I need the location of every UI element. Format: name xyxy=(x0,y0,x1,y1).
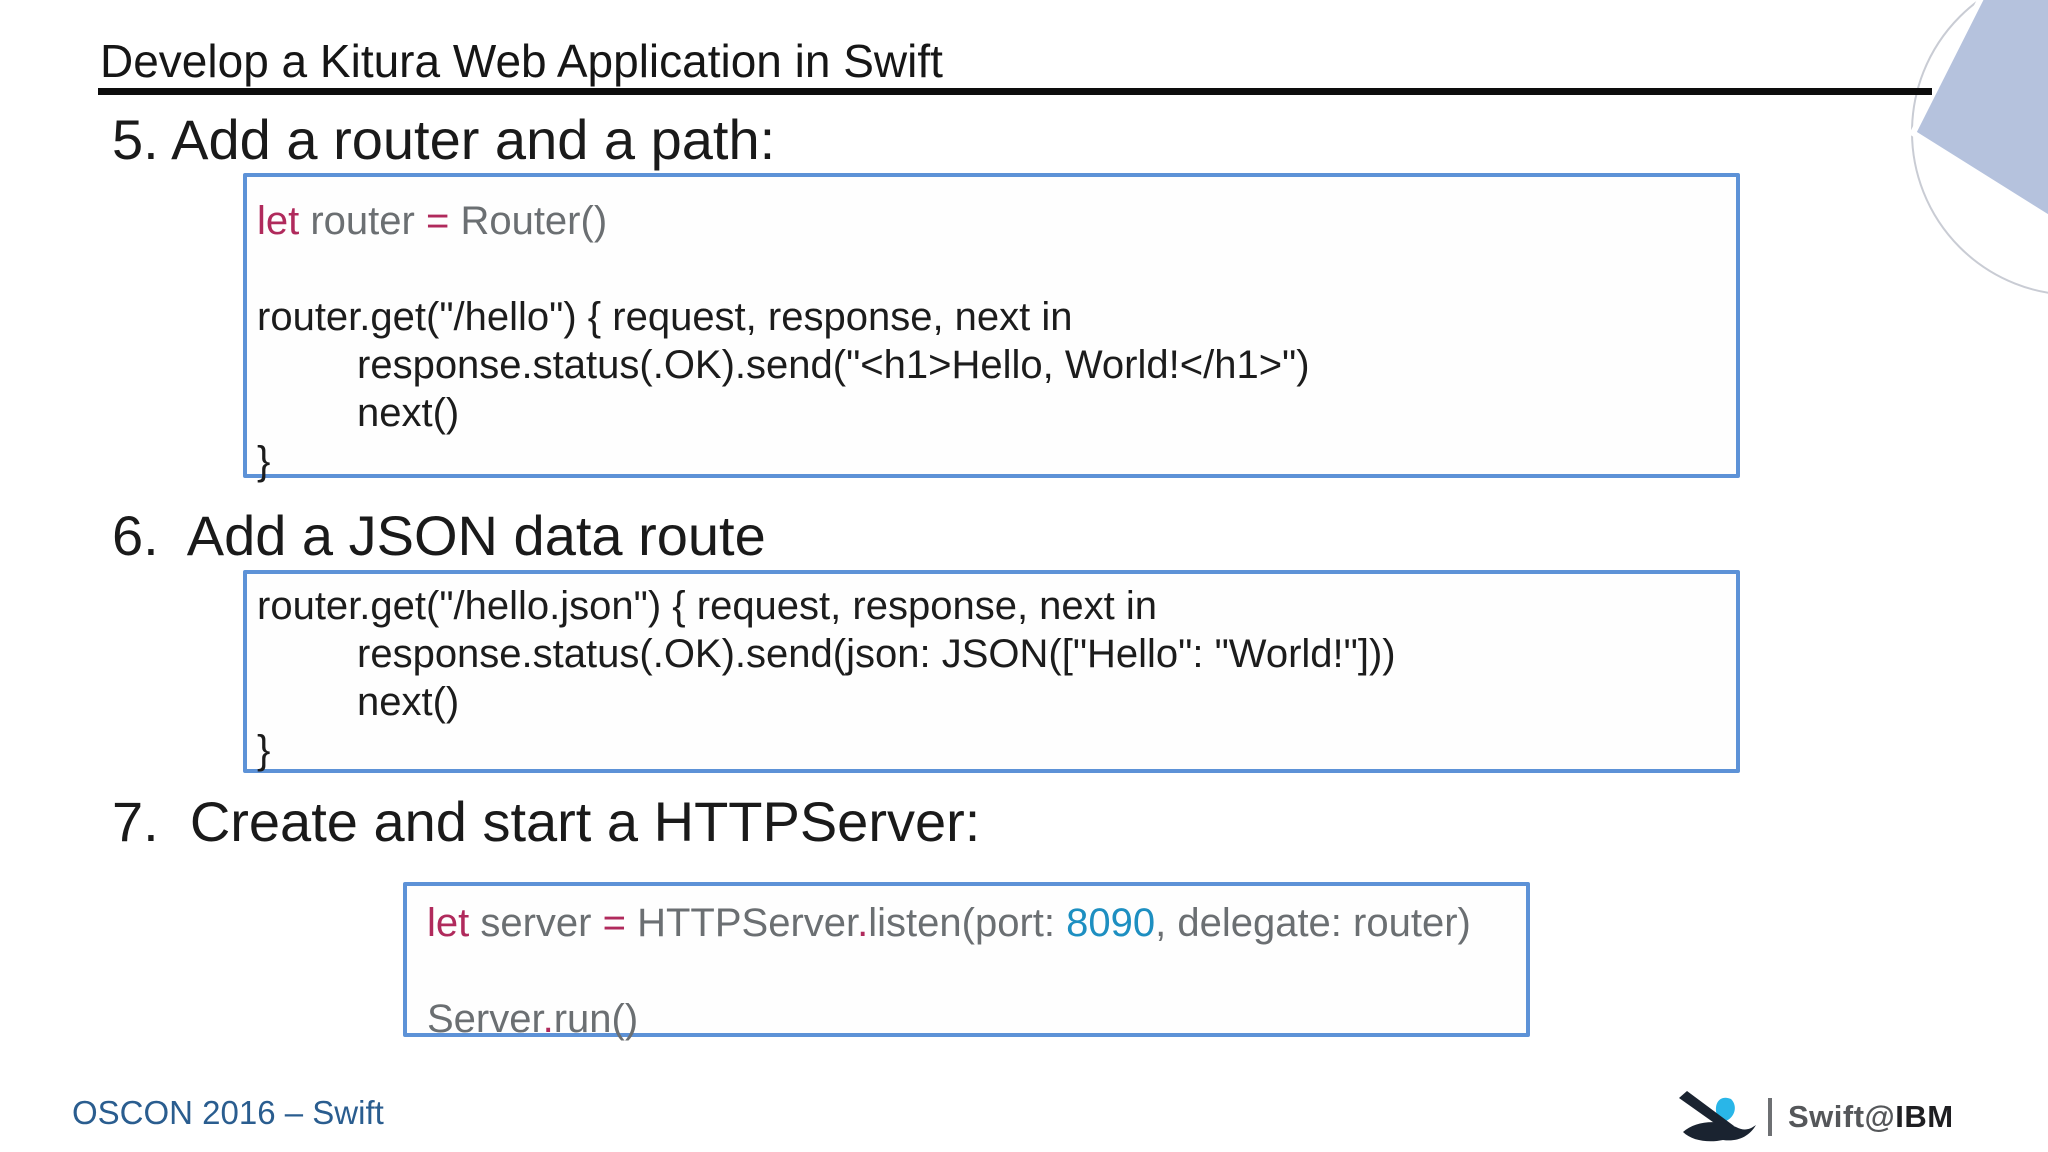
code-line xyxy=(257,245,1722,293)
swift-bird-icon xyxy=(1679,1091,1756,1142)
code-token: . xyxy=(542,997,554,1041)
code-token: = xyxy=(425,199,450,243)
code-token: response.status(.OK).send(json: JSON(["H… xyxy=(357,632,1396,676)
code-token: } xyxy=(257,728,271,772)
code-line: } xyxy=(257,726,1722,774)
code-line: response.status(.OK).send(json: JSON(["H… xyxy=(257,630,1722,678)
code-token: = xyxy=(602,901,626,945)
footer-event-label: OSCON 2016 – Swift xyxy=(72,1094,384,1131)
brand-name-prefix: Swift@ xyxy=(1788,1099,1896,1134)
code-token: 8090 xyxy=(1066,901,1156,945)
code-line: router.get("/hello.json") { request, res… xyxy=(257,582,1722,630)
brand-separator-bar xyxy=(1768,1098,1772,1136)
code-block-httpserver: let server = HTTPServer.listen(port: 809… xyxy=(403,882,1530,1041)
code-line: next() xyxy=(257,389,1722,437)
code-line: router.get("/hello") { request, response… xyxy=(257,293,1722,341)
corner-decoration xyxy=(1909,0,2048,294)
code-line xyxy=(427,947,1512,995)
code-token: router.get("/hello.json") { request, res… xyxy=(257,584,1158,628)
code-token: Server xyxy=(427,997,543,1041)
code-line: next() xyxy=(257,678,1722,726)
brand-name-suffix: IBM xyxy=(1895,1099,1954,1134)
code-token: listen(port: xyxy=(868,901,1067,945)
brand-lockup: Swift@IBM xyxy=(1678,1086,1954,1148)
code-token: server xyxy=(469,901,603,945)
code-token: let xyxy=(257,199,300,243)
section-heading-6: 6. Add a JSON data route xyxy=(112,504,766,567)
code-token: . xyxy=(857,901,869,945)
code-token: next() xyxy=(357,391,460,435)
code-block-json-route: router.get("/hello.json") { request, res… xyxy=(243,570,1740,773)
code-line: response.status(.OK).send("<h1>Hello, Wo… xyxy=(257,341,1722,389)
code-token: } xyxy=(257,439,271,483)
code-token: run() xyxy=(553,997,639,1041)
code-line: } xyxy=(257,437,1722,485)
code-block-router-path: let router = Router() router.get("/hello… xyxy=(243,173,1740,483)
slide-title: Develop a Kitura Web Application in Swif… xyxy=(100,35,943,87)
title-underline xyxy=(98,88,1932,95)
code-token: let xyxy=(427,901,470,945)
brand-name: Swift@IBM xyxy=(1788,1099,1954,1135)
code-token: router.get("/hello") { request, response… xyxy=(257,295,1073,339)
code-token: Router() xyxy=(449,199,608,243)
code-token: HTTPServer xyxy=(625,901,858,945)
code-line: let router = Router() xyxy=(257,197,1722,245)
section-heading-5: 5. Add a router and a path: xyxy=(112,108,776,171)
code-token: next() xyxy=(357,680,460,724)
code-line: Server.run() xyxy=(427,995,1512,1043)
decor-diamond xyxy=(1909,0,2048,222)
code-token: response.status(.OK).send("<h1>Hello, Wo… xyxy=(357,343,1310,387)
code-token: , delegate: router) xyxy=(1155,901,1471,945)
section-heading-7: 7. Create and start a HTTPServer: xyxy=(112,790,981,853)
code-line: let server = HTTPServer.listen(port: 809… xyxy=(427,899,1512,947)
code-token: router xyxy=(299,199,426,243)
